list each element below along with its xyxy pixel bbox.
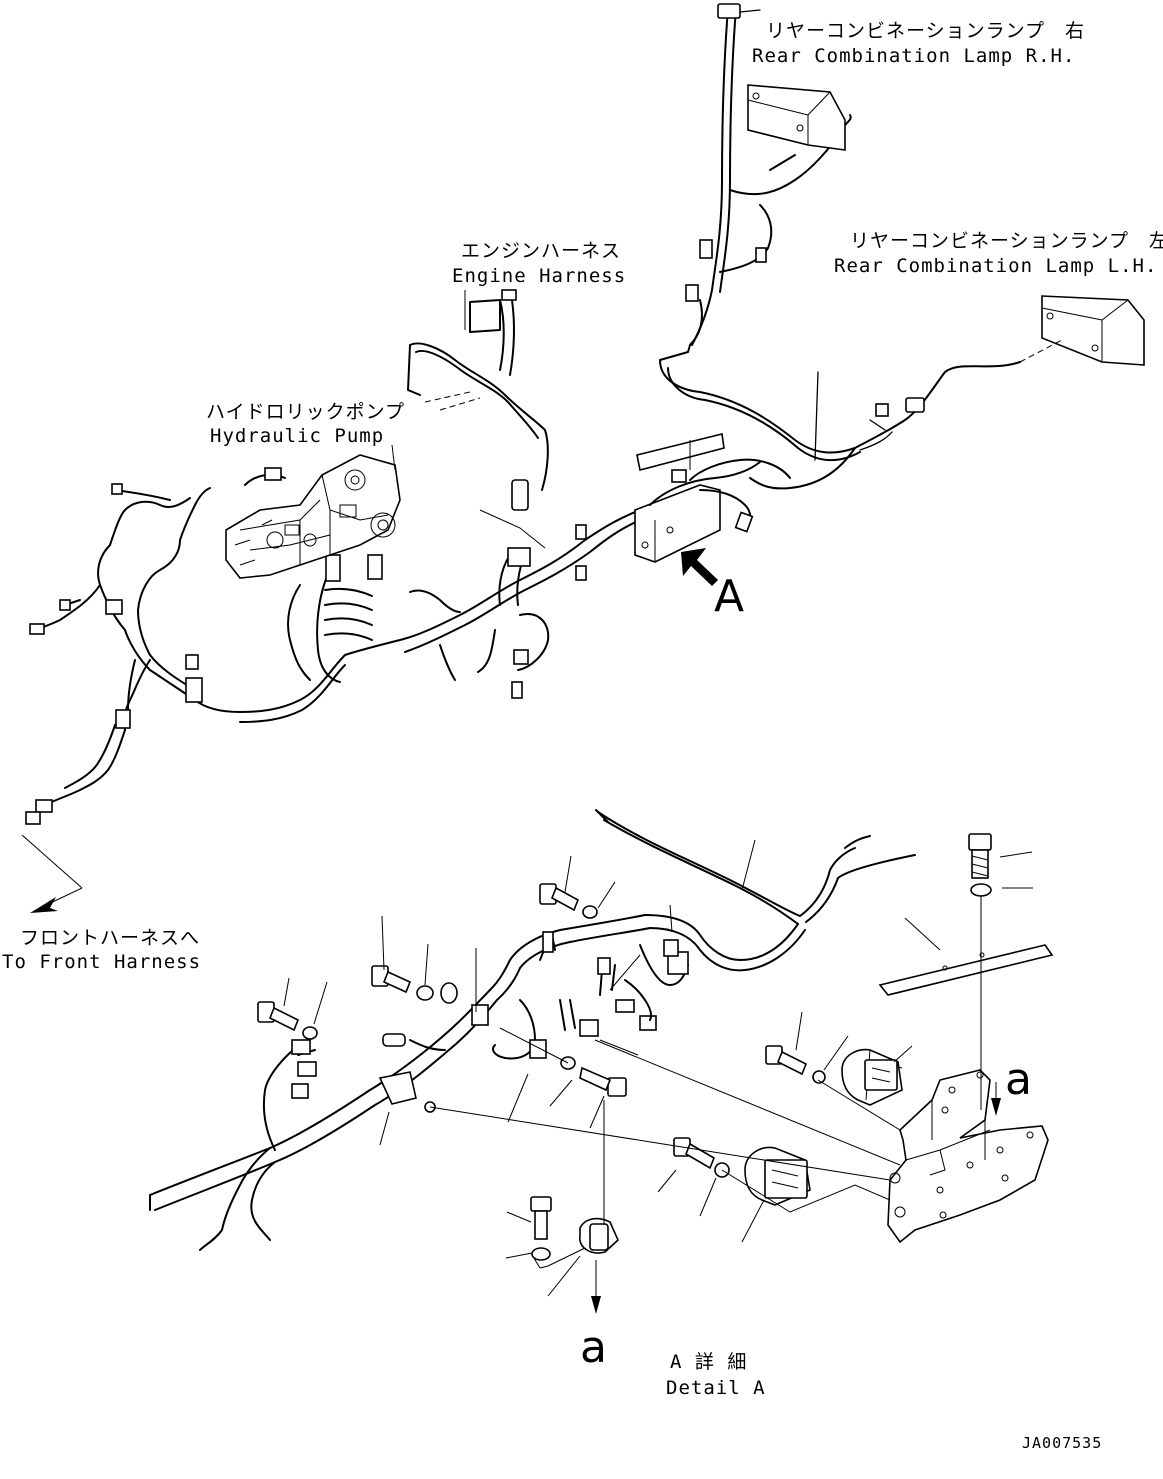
upper-assembly	[21, 3, 1145, 913]
circuit-breaker	[579, 1217, 619, 1254]
relay-lower	[744, 1146, 811, 1206]
hydraulic-pump	[225, 454, 401, 579]
detail-a-title-jp: A 詳 細	[670, 1351, 747, 1373]
label-hydraulic-pump-jp: ハイドロリックポンプ	[206, 401, 405, 423]
detail-a-assembly	[149, 809, 1054, 1314]
washer-5	[812, 1070, 826, 1084]
label-rear-lamp-rh-jp: リヤーコンビネーションランプ 右	[766, 20, 1085, 42]
detail-leaders	[283, 851, 1033, 1314]
view-a-arrow	[681, 548, 718, 586]
washer-7	[970, 883, 992, 897]
bolt-3	[257, 1001, 300, 1032]
view-a-label: A	[714, 571, 744, 622]
relay-upper	[841, 1048, 903, 1106]
label-engine-harness-en: Engine Harness	[452, 265, 626, 287]
engine-harness	[407, 289, 549, 549]
bolt-4	[579, 1066, 627, 1097]
rear-lamp-rh	[747, 84, 846, 151]
label-rear-lamp-lh-jp: リヤーコンビネーションランプ 左	[850, 230, 1163, 252]
label-rear-lamp-rh-en: Rear Combination Lamp R.H.	[752, 45, 1075, 67]
main-harness	[194, 509, 641, 723]
detail-harness-main	[149, 914, 806, 1251]
label-hydraulic-pump-en: Hydraulic Pump	[210, 425, 384, 447]
washer-8	[531, 1247, 551, 1261]
mounting-bracket	[887, 1069, 1049, 1244]
label-rear-lamp-lh-en: Rear Combination Lamp L.H.	[834, 255, 1157, 277]
cover-plate	[878, 944, 1054, 996]
label-leaders-upper	[391, 290, 466, 471]
clip-1	[440, 982, 458, 1004]
bolt-1	[539, 883, 580, 912]
label-front-harness-en: To Front Harness	[2, 951, 201, 973]
bolt-5	[765, 1045, 808, 1076]
relay-panel	[634, 433, 791, 563]
rear-lamp-lh-harness	[659, 344, 1021, 490]
washer-1	[582, 905, 598, 919]
rear-lamp-lh	[1019, 295, 1145, 366]
washer-2	[416, 985, 434, 1001]
washer-3	[302, 1026, 318, 1040]
detail-cable-top	[595, 809, 916, 925]
bolt-6	[673, 1137, 715, 1170]
bolt-8	[530, 1196, 552, 1240]
front-harness-left	[21, 483, 211, 913]
detail-ref-a-bottom: a	[580, 1322, 607, 1373]
rear-lamp-rh-harness	[685, 3, 852, 346]
detail-fasteners	[257, 833, 992, 1261]
label-engine-harness-jp: エンジンハーネス	[461, 240, 621, 262]
detail-a-title-en: Detail A	[666, 1377, 766, 1399]
drawing-id: JA007535	[1022, 1434, 1102, 1452]
bolt-2	[371, 965, 412, 994]
label-front-harness-jp: フロントハーネスへ	[20, 927, 200, 949]
detail-ref-a-right: a	[1005, 1054, 1032, 1105]
bolt-7	[968, 833, 992, 879]
